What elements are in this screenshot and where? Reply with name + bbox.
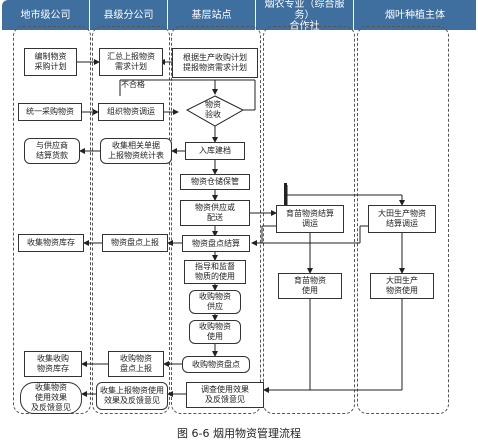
supply-box: 物资供应或 配送 (180, 200, 250, 226)
compile-plan-box: 编制物资 采购计划 (24, 48, 77, 76)
header-grower: 烟叶种植主体 (354, 0, 476, 30)
lane-cooperative (263, 26, 355, 414)
collect-docs-box: 收集相关单据 上报物资统计表 (100, 138, 172, 164)
collect-stock-box: 收集物资库存 (18, 234, 84, 252)
acq-inventory-box: 收集收购 物资库存 (24, 351, 82, 377)
store-in-box: 入库建档 (185, 142, 245, 160)
settle-box: 物资盘点结算 (182, 235, 250, 252)
accept-label: 物资 验收 (205, 100, 221, 119)
acq-supply-box: 收购物资 供应 (189, 290, 241, 314)
header-city-company: 地市级公司 (2, 0, 90, 30)
warehouse-box: 物资仓储保管 (180, 174, 250, 190)
acq-check-box: 收购物资盘点 (182, 356, 250, 373)
supplier-settle-box: 与供应商 结算货款 (24, 138, 80, 164)
accept-diamond (185, 95, 245, 127)
header-station: 基层站点 (168, 0, 256, 30)
header-county-branch: 县级分公司 (90, 0, 168, 30)
figure-caption: 图 6-6 烟用物资管理流程 (177, 427, 301, 440)
survey-box: 调查使用效果 及反馈意见 (186, 382, 264, 408)
field-use-box: 大田生产 物资使用 (370, 273, 434, 299)
acq-report-box: 收购物资 盘点上报 (108, 351, 164, 377)
summary-box: 汇总上报物资 需求计划 (99, 48, 163, 76)
lane-county (92, 26, 170, 414)
lane-grower (357, 26, 449, 414)
unified-purchase-box: 统一采购物资 (18, 103, 82, 121)
seedling-settle-box: 育苗物资结算 调运 (276, 205, 344, 233)
seedling-use-box: 育苗物资 使用 (278, 273, 342, 299)
header-cooperative: 烟农专业（综合服务） 合作社 (256, 0, 354, 32)
acq-use-box: 收购物资 使用 (189, 320, 241, 344)
feedback-collect-box: 收集物资 使用效果 及反馈意见 (20, 382, 82, 414)
field-settle-box: 大田生产物资 结算调运 (368, 205, 436, 233)
inventory-report-box: 物资盘点上报 (102, 234, 168, 252)
supervise-box: 指导和监督 物质的使用 (184, 260, 246, 284)
demand-plan-box: 根据生产收购计划 提报物资需求计划 (172, 48, 258, 78)
lane-station (171, 26, 261, 414)
fb-report-box: 收集上报物资使用 效果及反馈意见 (96, 382, 168, 410)
reject-label: 不合格 (121, 80, 145, 89)
organize-transport-box: 组织物资调运 (98, 103, 164, 121)
